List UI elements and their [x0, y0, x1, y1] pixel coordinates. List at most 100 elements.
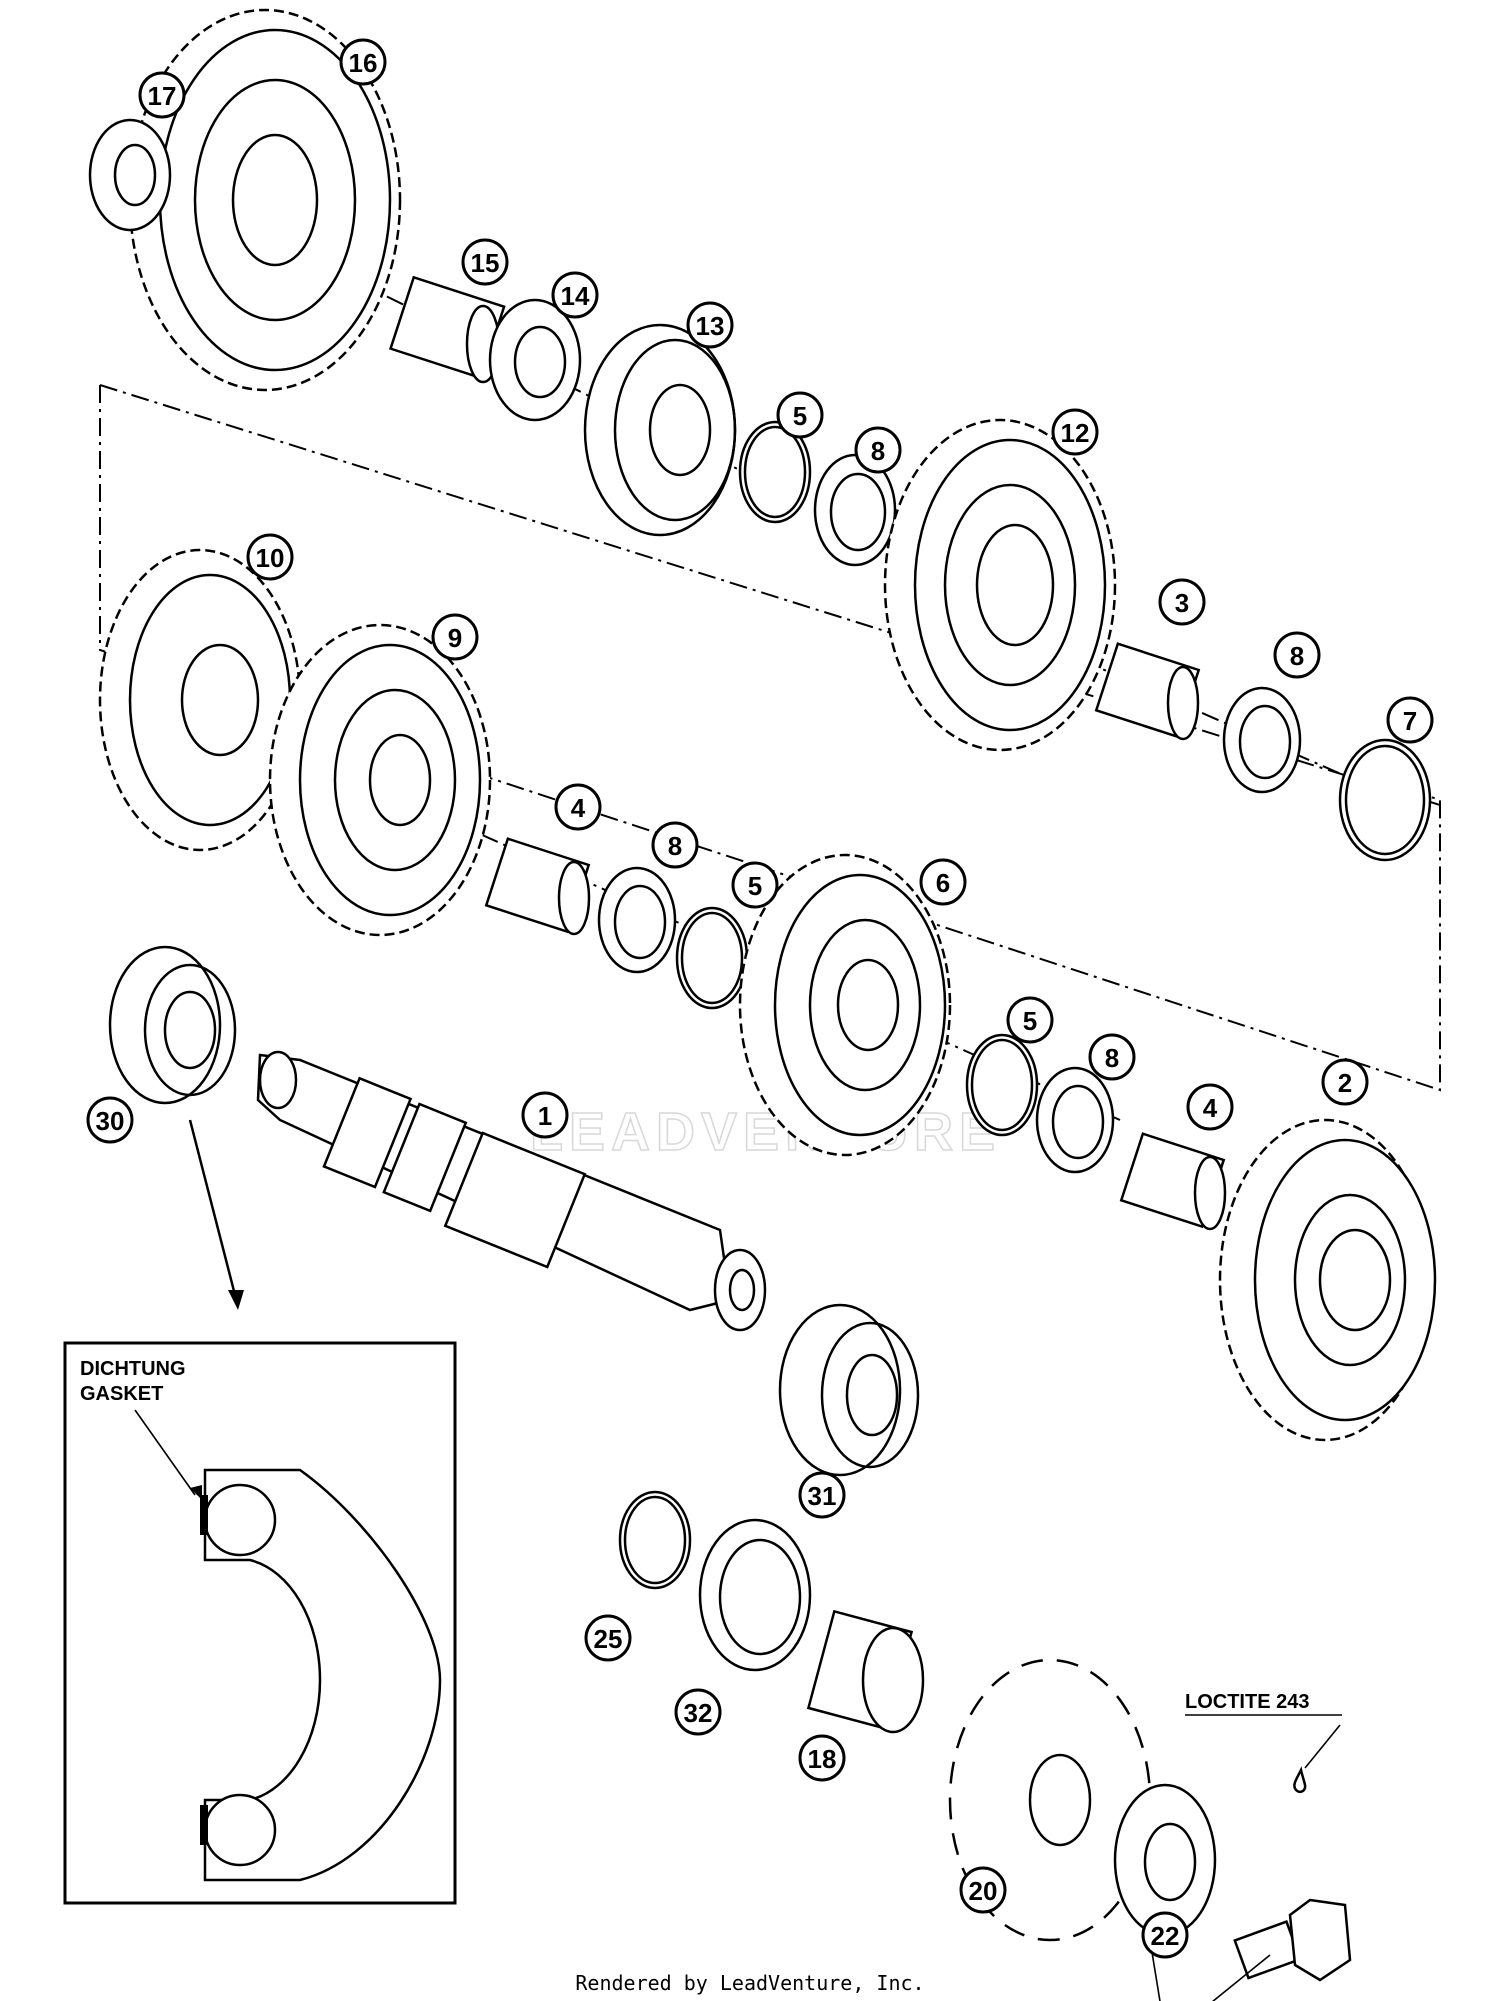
gasket-pointer-line	[134, 1409, 196, 1496]
spacer-18[interactable]	[806, 1609, 925, 1734]
gear-16[interactable]	[128, 8, 402, 392]
gasket-pointer-arrow-icon	[190, 1485, 202, 1500]
svg-text:20: 20	[969, 1876, 998, 1906]
svg-text:30: 30	[96, 1106, 125, 1136]
bearing-ball-lower	[203, 1793, 277, 1867]
callout-14[interactable]: 14	[551, 271, 599, 319]
callout-17[interactable]: 17	[138, 71, 186, 119]
svg-text:32: 32	[684, 1698, 713, 1728]
callout-8-upper[interactable]: 8	[854, 426, 902, 474]
svg-text:17: 17	[148, 81, 177, 111]
callout-7[interactable]: 7	[1386, 696, 1434, 744]
callout-6[interactable]: 6	[919, 858, 967, 906]
callout-2[interactable]: 2	[1321, 1058, 1369, 1106]
callout-5-upper[interactable]: 5	[776, 391, 824, 439]
loctite-leader-line	[1304, 1724, 1341, 1769]
gear-13[interactable]	[583, 323, 737, 537]
bushing-4-left[interactable]	[484, 837, 591, 936]
gear-6[interactable]	[738, 853, 952, 1157]
thrust-washer-14[interactable]	[488, 298, 582, 422]
splined-washer-8-right[interactable]	[1222, 686, 1302, 794]
callout-32[interactable]: 32	[674, 1688, 722, 1736]
svg-text:5: 5	[1023, 1006, 1037, 1036]
svg-text:1: 1	[538, 1101, 552, 1131]
svg-text:18: 18	[808, 1744, 837, 1774]
leader-22b	[1211, 1954, 1271, 2001]
assembly-boundary-line	[99, 385, 1441, 1092]
callout-1[interactable]: 1	[521, 1091, 569, 1139]
svg-text:3: 3	[1175, 588, 1189, 618]
shaft-seal-32[interactable]	[698, 1518, 812, 1672]
callout-25[interactable]: 25	[584, 1614, 632, 1662]
svg-text:22: 22	[1151, 1921, 1180, 1951]
bushing-4-right[interactable]	[1119, 1132, 1227, 1231]
svg-text:8: 8	[871, 436, 885, 466]
svg-text:25: 25	[594, 1624, 623, 1654]
inset-arrowhead-icon	[228, 1290, 244, 1310]
thrust-washer-17[interactable]	[88, 118, 172, 232]
callout-20[interactable]: 20	[959, 1866, 1007, 1914]
callout-9[interactable]: 9	[431, 613, 479, 661]
svg-text:15: 15	[471, 248, 500, 278]
bushing-15[interactable]	[388, 275, 506, 384]
gasket-mark-upper	[200, 1495, 208, 1535]
svg-text:8: 8	[1105, 1043, 1119, 1073]
circlip-5-upper[interactable]	[738, 420, 812, 524]
callout-18[interactable]: 18	[798, 1734, 846, 1782]
gear-10[interactable]	[98, 548, 302, 852]
inset-label-line1: DICHTUNG	[80, 1358, 186, 1380]
svg-text:8: 8	[668, 831, 682, 861]
sprocket-nut-22[interactable]	[1233, 1898, 1352, 1982]
gear-2[interactable]	[1218, 1118, 1437, 1442]
callout-8-lower[interactable]: 8	[1088, 1033, 1136, 1081]
circlip-5-middle[interactable]	[675, 906, 749, 1010]
circlip-7[interactable]	[1338, 738, 1432, 862]
svg-text:4: 4	[1203, 1093, 1218, 1123]
gear-12[interactable]	[883, 418, 1117, 752]
callout-13[interactable]: 13	[686, 301, 734, 349]
footer-credit: Rendered by LeadVenture, Inc.	[575, 1971, 924, 1995]
svg-text:6: 6	[936, 868, 950, 898]
splined-washer-8-lower[interactable]	[1035, 1066, 1115, 1174]
main-shaft-1[interactable]	[256, 1050, 767, 1332]
bearing-ball-upper	[203, 1483, 277, 1557]
callout-12[interactable]: 12	[1051, 408, 1099, 456]
svg-text:7: 7	[1403, 706, 1417, 736]
svg-text:5: 5	[793, 401, 807, 431]
ball-bearing-31[interactable]	[778, 1303, 920, 1477]
callout-31[interactable]: 31	[798, 1471, 846, 1519]
gasket-detail-inset: DICHTUNG GASKET	[63, 1341, 457, 1905]
callout-16[interactable]: 16	[339, 38, 387, 86]
callout-3[interactable]: 3	[1158, 578, 1206, 626]
callout-30[interactable]: 30	[86, 1096, 134, 1144]
svg-text:14: 14	[561, 281, 590, 311]
lock-washer-22[interactable]	[1113, 1783, 1217, 1937]
ball-bearing-30[interactable]	[108, 945, 237, 1105]
o-ring-25[interactable]	[618, 1490, 692, 1590]
inset-arrow-line	[188, 1119, 237, 1296]
svg-text:16: 16	[349, 48, 378, 78]
svg-text:31: 31	[808, 1481, 837, 1511]
svg-text:5: 5	[748, 871, 762, 901]
svg-text:2: 2	[1338, 1068, 1352, 1098]
loctite-note: LOCTITE 243	[1185, 1691, 1309, 1713]
callout-4-left[interactable]: 4	[554, 783, 602, 831]
callout-4-right[interactable]: 4	[1186, 1083, 1234, 1131]
splined-washer-8-middle[interactable]	[597, 866, 677, 974]
bearing-half-section	[203, 1468, 442, 1882]
callout-10[interactable]: 10	[246, 533, 294, 581]
svg-text:8: 8	[1290, 641, 1304, 671]
callout-15[interactable]: 15	[461, 238, 509, 286]
callout-8-right[interactable]: 8	[1273, 631, 1321, 679]
splined-washer-8-upper[interactable]	[813, 453, 897, 567]
circlip-5-lower[interactable]	[965, 1033, 1039, 1137]
callout-5-lower[interactable]: 5	[1006, 996, 1054, 1044]
assembly-axis-line	[99, 384, 1441, 806]
gasket-mark-lower	[200, 1805, 208, 1845]
callout-8-middle[interactable]: 8	[651, 821, 699, 869]
gear-9[interactable]	[268, 623, 492, 937]
bushing-3[interactable]	[1094, 642, 1201, 741]
callout-5-middle[interactable]: 5	[731, 861, 779, 909]
callout-22[interactable]: 22	[1141, 1911, 1189, 1959]
